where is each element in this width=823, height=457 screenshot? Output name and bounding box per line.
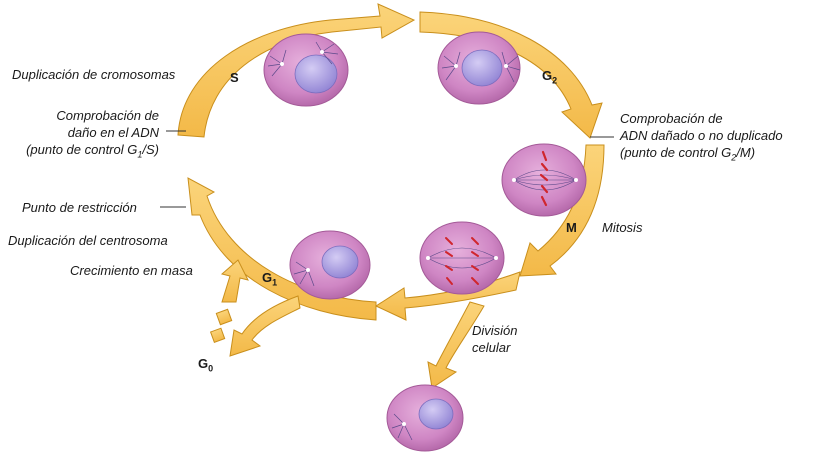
- daughter-cell-arrow: [427, 301, 485, 389]
- label-restriction-point: Punto de restricción: [22, 200, 137, 215]
- cell-daughter: [386, 384, 464, 452]
- label-mitosis: Mitosis: [602, 220, 643, 235]
- g1-phase-arrow: [187, 177, 377, 321]
- label-g2m-check: Comprobación de ADN dañado o no duplicad…: [620, 111, 783, 163]
- s-phase-arrow: [177, 3, 416, 138]
- cell-s-phase: [263, 33, 349, 107]
- cell-metaphase: [501, 143, 587, 217]
- phase-m-label: M: [566, 220, 577, 235]
- label-centrosome-duplication: Duplicación del centrosoma: [8, 233, 168, 248]
- label-mass-growth: Crecimiento en masa: [70, 263, 193, 278]
- g0-dash-block: [209, 327, 226, 343]
- g0-dash-block: [215, 308, 233, 326]
- phase-g0-label: G0: [198, 356, 214, 374]
- cell-anaphase: [419, 221, 505, 295]
- g0-exit-arrow: [229, 295, 301, 357]
- label-cell-division: División celular: [472, 323, 518, 355]
- phase-g1-label: G1: [262, 270, 278, 288]
- phase-s-label: S: [230, 70, 239, 85]
- label-chromosome-duplication: Duplicación de cromosomas: [12, 67, 176, 82]
- mass-growth-arrow: [220, 259, 249, 303]
- label-dna-damage-check: Comprobación de daño en el ADN (punto de…: [26, 108, 159, 160]
- phase-g2-label: G2: [542, 68, 558, 86]
- cell-g1-phase: [289, 230, 371, 300]
- cell-g2-phase: [437, 31, 521, 105]
